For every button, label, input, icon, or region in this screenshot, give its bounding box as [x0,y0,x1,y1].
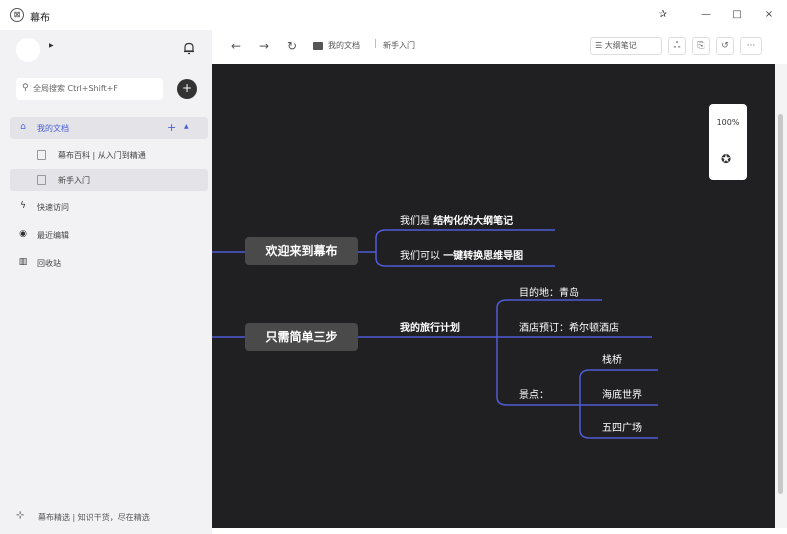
mindmap-edge [579,369,658,405]
app-title: 幕布 [30,13,50,24]
back-arrow-icon[interactable]: ← [230,39,242,53]
caret-right-icon[interactable]: ▶ [49,42,54,49]
sidebar-item-label: 我的文档 [37,124,69,133]
mindmap-node-welcome[interactable]: 欢迎来到幕布 [245,237,358,265]
sidebar-doc-item-active[interactable]: 新手入门 [10,169,208,191]
maximize-button[interactable]: □ [732,9,742,20]
mindmap-edge [496,299,602,337]
share-icon[interactable]: ஃ [668,37,686,55]
breadcrumb-current: 新手入门 [383,41,415,50]
document-icon [37,150,46,160]
more-menu-button[interactable]: ··· [740,37,762,55]
search-placeholder: 全局搜索 Ctrl+Shift+F [33,84,118,93]
mindmap-node-sight2[interactable]: 海底世界 [602,390,642,401]
mindmap-node-sights[interactable]: 景点： [519,390,549,401]
caret-up-icon[interactable]: ▲ [184,123,189,130]
sidebar-item-label: 最近编辑 [37,231,69,240]
mindmap-node-sight3[interactable]: 五四广场 [602,423,642,434]
folder-icon [313,42,323,50]
featured-footer-text: 幕布精选 | 知识干货，尽在精选 [38,513,150,522]
mindmap-edge [375,229,398,252]
sidebar-item-recent[interactable]: ◉ 最近编辑 [10,224,208,246]
lightning-icon: ϟ [20,201,26,211]
mindmap-canvas[interactable]: 欢迎来到幕布 只需简单三步 我们是 结构化的大纲笔记 我们可以 一键转换思维导图… [212,64,775,528]
outline-notes-button[interactable]: ☰ 大纲笔记 [590,37,662,55]
mindmap-edge [579,405,658,439]
zoom-panel: 100% ✪ [709,104,747,180]
vertical-scrollbar[interactable] [775,64,787,528]
featured-logo-icon: ⊹ [16,510,25,521]
search-input[interactable]: ⚲ 全局搜索 Ctrl+Shift+F [16,78,163,100]
title-bar: ⊠ 幕布 ✰ — □ × [0,0,787,30]
add-doc-icon[interactable]: + [167,121,177,134]
pin-icon[interactable]: ✰ [658,9,668,20]
add-button[interactable]: + [177,79,197,99]
sidebar-item-trash[interactable]: ▥ 回收站 [10,252,208,274]
document-icon [37,175,46,185]
sidebar-doc-item[interactable]: 幕布百科 | 从入门到精通 [10,144,208,166]
mindmap-edge [375,252,555,267]
minimize-button[interactable]: — [701,9,711,20]
mindmap-text-bold: 结构化的大纲笔记 [433,216,514,227]
sidebar-item-label: 回收站 [37,259,61,268]
sidebar: ▶ ⚲ 全局搜索 Ctrl+Shift+F + ⌂ 我的文档 + ▲ 幕布百科 … [0,30,212,534]
breadcrumb-separator: | [374,39,378,49]
sync-icon[interactable]: ↺ [716,37,734,55]
trash-icon: ▥ [18,257,28,267]
search-icon: ⚲ [22,83,29,93]
mindmap-node-hotel[interactable]: 酒店预订：希尔顿酒店 [519,323,619,334]
mindmap-node-travel-plan[interactable]: 我的旅行计划 [400,323,460,334]
sidebar-doc-label: 新手入门 [58,176,90,185]
forward-arrow-icon[interactable]: → [258,39,270,53]
sidebar-item-label: 快速访问 [37,203,69,212]
mindmap-text: 我们可以 [400,251,440,262]
zoom-level[interactable]: 100% [716,118,740,127]
sidebar-item-my-docs[interactable]: ⌂ 我的文档 + ▲ [10,117,208,139]
mindmap-node-destination[interactable]: 目的地：青岛 [519,288,579,299]
avatar[interactable] [16,38,40,62]
mindmap-node-line1[interactable]: 我们是 结构化的大纲笔记 [400,212,513,227]
sidebar-doc-label: 幕布百科 | 从入门到精通 [58,151,146,160]
scrollbar-thumb[interactable] [778,114,783,494]
mindmap-node-three-steps[interactable]: 只需简单三步 [245,323,358,351]
refresh-icon[interactable]: ↻ [286,39,298,53]
sidebar-item-quick-access[interactable]: ϟ 快速访问 [10,196,208,218]
close-button[interactable]: × [764,9,774,20]
breadcrumb-folder[interactable]: 我的文档 [328,41,360,50]
mindmap-text-bold: 一键转换思维导图 [443,251,524,262]
mindmap-edges [212,229,658,439]
export-icon[interactable]: ⎘ [692,37,710,55]
mindmap-node-sight1[interactable]: 栈桥 [602,355,622,366]
palette-icon[interactable]: ✪ [721,152,732,166]
clock-icon: ◉ [19,229,27,239]
app-logo-icon: ⊠ [10,8,24,22]
mindmap-edge [496,337,580,406]
mindmap-node-line2[interactable]: 我们可以 一键转换思维导图 [400,247,523,262]
toolbar: ← → ↻ 我的文档 | 新手入门 ☰ 大纲笔记 ஃ ⎘ ↺ ··· [212,30,787,64]
home-icon: ⌂ [20,122,26,132]
bell-icon[interactable] [182,41,196,55]
mindmap-text: 我们是 [400,216,430,227]
